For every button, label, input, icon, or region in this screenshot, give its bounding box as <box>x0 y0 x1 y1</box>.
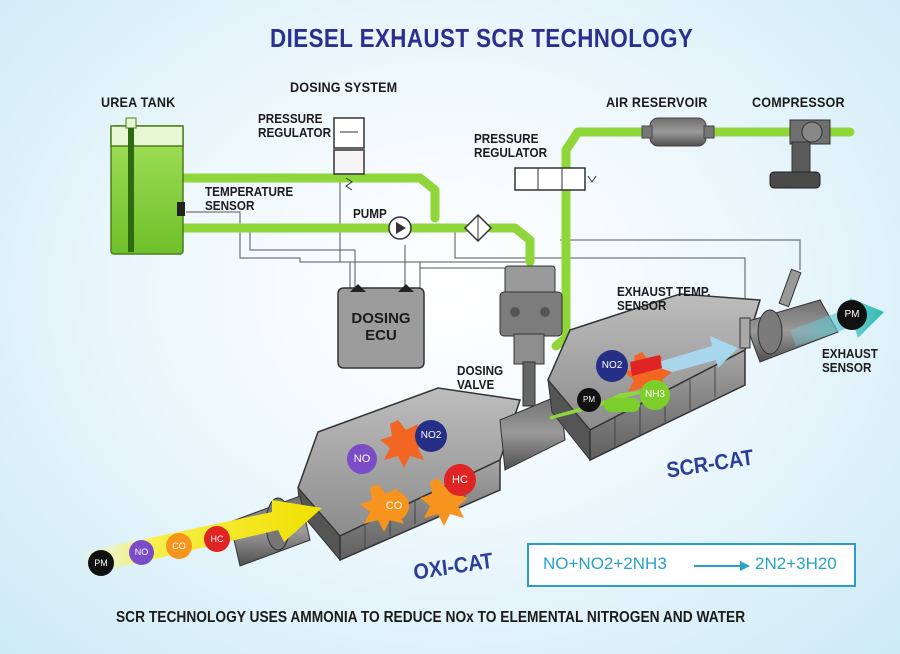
label-temperature-sensor-line2: SENSOR <box>205 198 255 213</box>
label-dosing-valve-line2: VALVE <box>457 377 495 392</box>
formula-products: 2N2+3H20 <box>755 554 837 573</box>
label-dosing-ecu: DOSING ECU <box>338 310 424 344</box>
formula-arrow <box>694 561 750 571</box>
molecule-hc-oxi: HC <box>444 464 476 496</box>
label-compressor: COMPRESSOR <box>752 94 845 110</box>
label-pressure-regulator-1-line1: PRESSURE <box>258 111 323 126</box>
label-exhaust-sensor-line1: EXHAUST <box>822 346 878 361</box>
dosing-module <box>499 265 563 407</box>
label-exhaust-temp-sensor-line2: SENSOR <box>617 298 667 313</box>
pressure-regulator-valve-2 <box>514 167 597 191</box>
molecule-pm-inlet: PM <box>88 550 114 576</box>
label-pressure-regulator-2-line2: REGULATOR <box>474 145 548 160</box>
filter <box>463 213 493 243</box>
molecule-no2-oxi: NO2 <box>415 420 447 452</box>
label-exhaust-sensor-line2: SENSOR <box>822 360 872 375</box>
label-pressure-regulator-1-line2: REGULATOR <box>258 125 332 140</box>
molecule-co-oxi: CO <box>379 491 409 521</box>
compressor <box>769 119 831 189</box>
label-dosing-valve-line1: DOSING <box>457 363 504 378</box>
fluid-lines <box>177 127 855 351</box>
label-temperature-sensor: TEMPERATURE SENSOR <box>205 185 293 213</box>
molecule-hc-inlet: HC <box>204 526 230 552</box>
label-exhaust-sensor: EXHAUST SENSOR <box>822 347 878 375</box>
label-dosing-ecu-line2: ECU <box>365 327 397 344</box>
air-reservoir <box>641 117 715 147</box>
pressure-regulator-valve-1 <box>333 117 365 191</box>
label-pressure-regulator-2-line1: PRESSURE <box>474 131 539 146</box>
oxi-catalyst <box>297 387 521 562</box>
dosing-ecu <box>337 284 425 369</box>
molecule-pm-outlet: PM <box>837 300 867 330</box>
footer-caption: SCR TECHNOLOGY USES AMMONIA TO REDUCE NO… <box>116 609 746 626</box>
label-dosing-ecu-line1: DOSING <box>351 310 411 327</box>
connecting-pipe <box>499 394 566 471</box>
pump <box>388 216 412 240</box>
molecule-no-oxi: NO <box>347 444 377 474</box>
molecule-no2-scr: NO2 <box>596 350 628 382</box>
label-pressure-regulator-1: PRESSURE REGULATOR <box>258 112 331 140</box>
label-exhaust-temp-sensor-line1: EXHAUST TEMP. <box>617 284 711 299</box>
label-dosing-system: DOSING SYSTEM <box>290 79 398 95</box>
formula-reactants: NO+NO2+2NH3 <box>543 554 667 573</box>
molecule-nh3-scr: NH3 <box>640 380 670 410</box>
label-dosing-valve: DOSING VALVE <box>457 364 503 392</box>
nh3-droplets <box>604 398 640 412</box>
label-air-reservoir: AIR RESERVOIR <box>606 94 708 110</box>
page-title: DIESEL EXHAUST SCR TECHNOLOGY <box>270 23 694 53</box>
label-urea-tank: UREA TANK <box>101 94 176 110</box>
molecule-no-inlet: NO <box>129 540 154 565</box>
label-temperature-sensor-line1: TEMPERATURE <box>205 184 294 199</box>
urea-tank <box>110 117 185 255</box>
reaction-formula-box: NO+NO2+2NH3 2N2+3H20 <box>527 543 856 587</box>
label-pressure-regulator-2: PRESSURE REGULATOR <box>474 132 547 160</box>
molecule-pm-scr: PM <box>577 388 601 412</box>
molecule-co-inlet: CO <box>166 533 192 559</box>
control-wires <box>186 150 801 320</box>
label-pump: PUMP <box>353 206 387 221</box>
label-exhaust-temp-sensor: EXHAUST TEMP. SENSOR <box>617 285 710 313</box>
